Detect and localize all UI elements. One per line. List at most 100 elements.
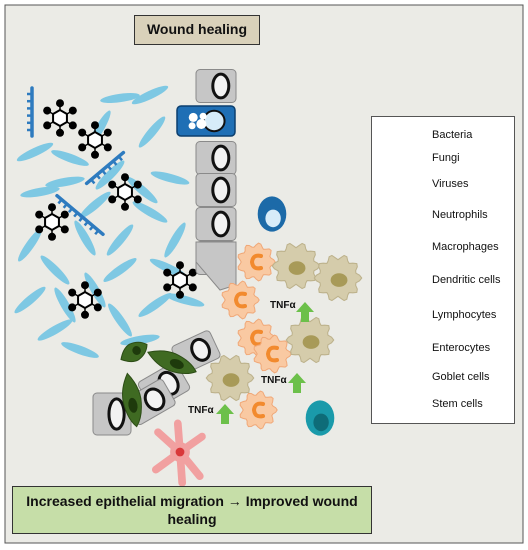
- stem-nucleus: [128, 397, 138, 413]
- virus-knob: [78, 143, 87, 152]
- virus-knob: [91, 150, 99, 159]
- virus-icon: [35, 203, 69, 241]
- lymphocyte-nucleus: [313, 413, 329, 432]
- bacteria-icon: [74, 220, 96, 256]
- virus-knob: [108, 195, 117, 204]
- virus-icon: [108, 173, 142, 211]
- virus-knob: [93, 303, 102, 312]
- virus-knob: [133, 195, 142, 204]
- virus-knob: [43, 121, 52, 130]
- virus-knob: [91, 121, 99, 130]
- bacteria-icon: [16, 142, 54, 162]
- fungi-branch: [94, 229, 100, 236]
- goblet-nucleus: [202, 109, 226, 133]
- legend-label-stem-cells: Stem cells: [432, 398, 483, 410]
- enterocyte-nucleus: [211, 176, 231, 204]
- virus-knob: [35, 210, 44, 219]
- macrophage-nucleus: [302, 335, 320, 349]
- increase-arrow-icon: [296, 302, 314, 322]
- fungi-branch: [62, 203, 68, 209]
- virus-knob: [176, 290, 184, 299]
- footer-caption: Increased epithelial migration → Improve…: [12, 486, 372, 534]
- neutrophil-icon: [237, 242, 276, 282]
- fungi-branch: [78, 216, 84, 222]
- lymphocyte-nucleus: [265, 209, 281, 228]
- macrophage-nucleus: [288, 261, 306, 275]
- virus-knob: [121, 173, 129, 182]
- macrophage-icon: [205, 354, 255, 402]
- virus-knob: [81, 310, 89, 319]
- virus-capsid: [44, 212, 60, 232]
- enterocyte-icon: [195, 207, 237, 241]
- legend-label-neutrophils: Neutrophils: [432, 209, 488, 221]
- stem-nucleus: [132, 346, 141, 355]
- bacteria-icon: [150, 171, 190, 185]
- fungi-branch: [101, 169, 107, 175]
- bacteria-icon: [138, 293, 172, 317]
- fungi-branch: [112, 160, 118, 166]
- neutrophil-body: [237, 242, 276, 282]
- increase-arrow-icon: [288, 373, 306, 393]
- fungi-branch: [117, 155, 123, 162]
- goblet-cell-icon: [176, 105, 236, 137]
- fungi-branch: [106, 164, 112, 171]
- bacteria-icon: [103, 258, 137, 282]
- diagram-title: Wound healing: [134, 15, 260, 45]
- dendritic-cell-icon: [151, 419, 206, 487]
- neutrophil-nucleus: [233, 291, 247, 309]
- mucus-granule: [188, 112, 198, 122]
- legend: Bacteria Fungi Viruses Neutrophils Macro…: [371, 116, 515, 424]
- bacteria-icon: [20, 186, 60, 198]
- virus-icon: [68, 281, 102, 319]
- stem-cell-icon: [120, 341, 148, 363]
- stem-nucleus: [169, 358, 184, 369]
- virus-knob: [60, 225, 69, 234]
- bacteria-icon: [95, 160, 125, 190]
- virus-knob: [48, 203, 56, 212]
- virus-capsid: [172, 270, 188, 290]
- enterocyte-nucleus: [211, 144, 231, 172]
- neutrophil-icon: [239, 390, 278, 430]
- neutrophil-icon: [253, 334, 292, 374]
- enterocyte-nucleus: [190, 337, 211, 362]
- virus-knob: [108, 180, 117, 189]
- bacteria-icon: [51, 150, 89, 166]
- bacteria-icon: [18, 228, 42, 262]
- bacteria-icon: [120, 334, 160, 346]
- bacteria-icon: [61, 342, 99, 358]
- virus-knob: [68, 106, 77, 115]
- fungi-hypha: [84, 150, 126, 186]
- neutrophil-nucleus: [249, 253, 263, 271]
- fungi-branch: [88, 225, 95, 231]
- virus-knob: [176, 261, 184, 270]
- enterocyte-tip: [195, 241, 237, 291]
- virus-capsid: [117, 182, 133, 202]
- fungi-icon: [27, 86, 34, 138]
- bacteria-icon: [54, 287, 76, 323]
- increase-arrow-icon: [216, 404, 234, 424]
- bacteria-icon: [45, 176, 85, 188]
- enterocyte-nucleus: [107, 397, 126, 431]
- virus-icon: [78, 121, 112, 159]
- virus-knob: [56, 128, 64, 137]
- fungi-hypha: [55, 193, 105, 237]
- virus-knob: [60, 210, 69, 219]
- enterocyte-nucleus: [211, 210, 231, 238]
- virus-knob: [68, 288, 77, 297]
- virus-knob: [93, 288, 102, 297]
- virus-knob: [56, 99, 64, 108]
- stem-cell-icon: [122, 372, 142, 428]
- mucus-granule: [188, 122, 196, 130]
- virus-knob: [81, 281, 89, 290]
- bacteria-icon: [131, 85, 169, 105]
- mucus-granule: [199, 112, 207, 120]
- fungi-branch: [73, 211, 79, 218]
- virus-capsid: [77, 290, 93, 310]
- macrophage-nucleus: [222, 373, 240, 387]
- macrophage-icon: [313, 254, 363, 302]
- fungi-branch: [95, 174, 101, 180]
- enterocyte-icon: [195, 173, 237, 207]
- fungi-branch: [83, 220, 89, 227]
- tnf-label-1: TNFα: [270, 300, 296, 311]
